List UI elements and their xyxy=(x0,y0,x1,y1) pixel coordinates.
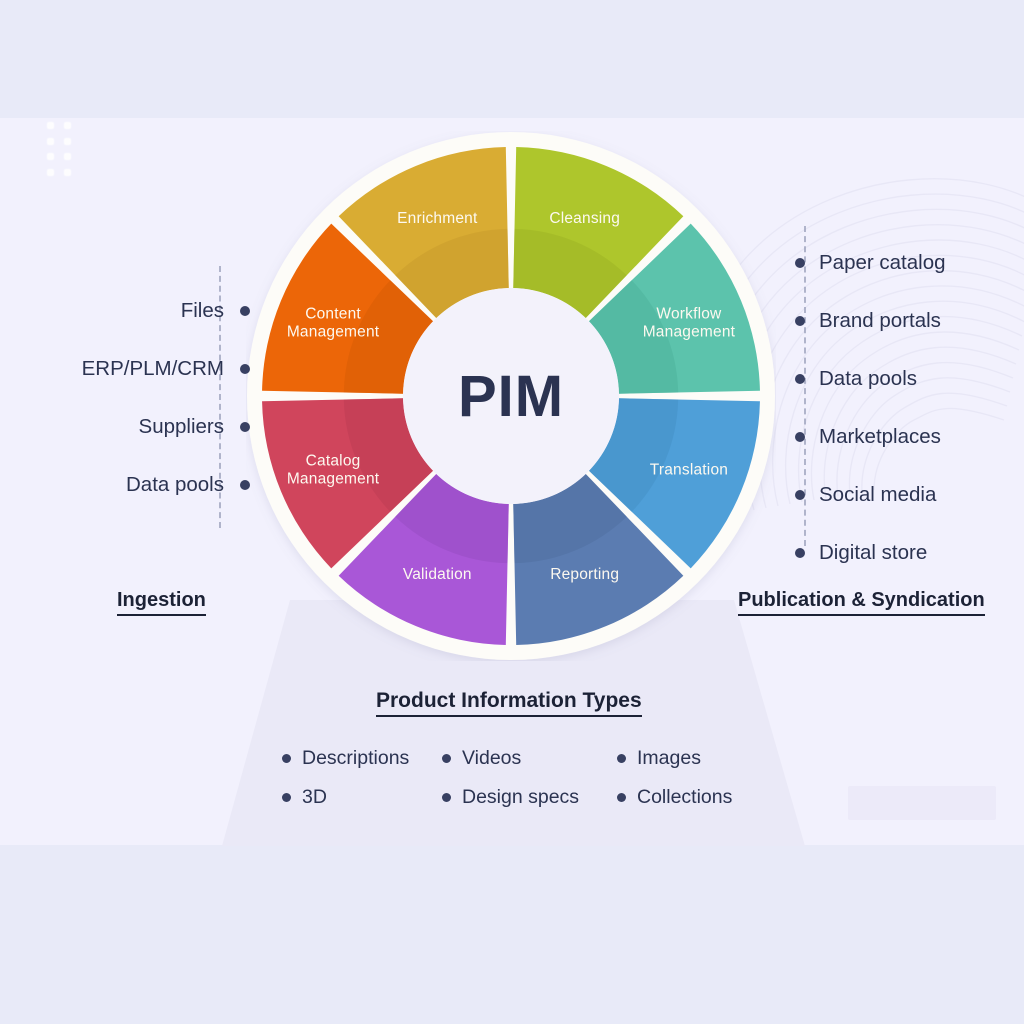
publication-item-label: Social media xyxy=(819,483,937,506)
dot-icon xyxy=(47,137,54,145)
dot-grid-decoration xyxy=(47,122,81,184)
ingestion-list: Files ERP/PLM/CRM Suppliers Data pools xyxy=(0,282,250,514)
publication-item-label: Data pools xyxy=(819,367,918,390)
product-information-types-list: Descriptions Videos Images 3D Design spe… xyxy=(282,739,752,817)
publication-list: Paper catalog Brand portals Data pools M… xyxy=(795,234,1024,582)
bullet-icon xyxy=(240,364,250,374)
ingestion-item-label: Files xyxy=(180,299,224,322)
publication-item-label: Brand portals xyxy=(819,309,941,332)
bullet-icon xyxy=(282,754,291,763)
wheel-segment-shade-translation xyxy=(588,398,679,512)
wheel-segment-shade-content-management xyxy=(343,280,434,394)
bullet-icon xyxy=(282,793,291,802)
bullet-icon xyxy=(442,793,451,802)
dot-icon xyxy=(64,153,71,160)
list-item[interactable]: Marketplaces xyxy=(795,408,1024,466)
bullet-icon xyxy=(240,422,250,432)
wheel-segment-shade-enrichment xyxy=(395,228,509,319)
list-item[interactable]: Digital store xyxy=(795,524,1024,582)
publication-dashed-rule xyxy=(804,226,806,546)
wheel-segment-label-enrichment: Enrichment xyxy=(397,210,478,227)
wheel-segment-shade-validation xyxy=(395,473,509,564)
type-item-label: Design specs xyxy=(462,786,580,808)
base-trapezoid xyxy=(222,600,805,846)
wheel-segment-shade-catalog-management xyxy=(343,398,434,512)
wheel-segment-shade-workflow xyxy=(588,280,679,394)
bullet-icon xyxy=(795,432,805,442)
dot-icon xyxy=(47,168,54,176)
bullet-icon xyxy=(795,548,805,558)
publication-item-label: Marketplaces xyxy=(819,425,941,448)
list-item[interactable]: Files xyxy=(0,282,250,340)
ingestion-dashed-rule xyxy=(219,266,221,528)
wheel-segments xyxy=(262,147,760,645)
dot-icon xyxy=(64,122,71,129)
list-item[interactable]: Design specs xyxy=(442,786,617,809)
bullet-icon xyxy=(795,316,805,326)
list-item[interactable]: Descriptions xyxy=(282,747,442,770)
list-item[interactable]: Data pools xyxy=(0,456,250,514)
product-information-types-caption: Product Information Types xyxy=(376,689,642,717)
list-item[interactable]: Images xyxy=(617,747,752,770)
ingestion-item-label: Suppliers xyxy=(138,415,224,438)
type-item-label: Images xyxy=(637,747,701,769)
type-item-label: Videos xyxy=(462,747,522,769)
type-item-label: Collections xyxy=(637,786,733,808)
wheel-segment-label-cleansing: Cleansing xyxy=(549,210,620,227)
bullet-icon xyxy=(795,490,805,500)
dot-icon xyxy=(47,153,54,160)
wheel-segment-label-reporting: Reporting xyxy=(550,566,619,583)
list-item[interactable]: ERP/PLM/CRM xyxy=(0,340,250,398)
publication-item-label: Digital store xyxy=(819,541,928,564)
wheel-segment-shade-cleansing xyxy=(513,228,627,319)
type-item-label: Descriptions xyxy=(302,747,410,769)
dot-icon xyxy=(64,168,71,176)
wheel-segment-shade-reporting xyxy=(513,473,627,564)
bullet-icon xyxy=(442,754,451,763)
dot-icon xyxy=(47,122,54,129)
ghost-rectangle xyxy=(848,786,996,820)
bullet-icon xyxy=(617,754,626,763)
publication-item-label: Paper catalog xyxy=(819,251,946,274)
ingestion-item-label: Data pools xyxy=(125,473,224,496)
bullet-icon xyxy=(617,793,626,802)
list-item[interactable]: Videos xyxy=(442,747,617,770)
bullet-icon xyxy=(240,480,250,490)
pim-center-label: PIM xyxy=(457,363,565,429)
list-item[interactable]: Social media xyxy=(795,466,1024,524)
list-item[interactable]: Brand portals xyxy=(795,292,1024,350)
ingestion-item-label: ERP/PLM/CRM xyxy=(81,357,224,380)
bullet-icon xyxy=(795,374,805,384)
wheel-segment-label-validation: Validation xyxy=(403,566,472,583)
dot-icon xyxy=(64,137,71,145)
bullet-icon xyxy=(240,306,250,316)
publication-caption: Publication & Syndication xyxy=(738,589,985,616)
list-item[interactable]: 3D xyxy=(282,786,442,809)
list-item[interactable]: Collections xyxy=(617,786,752,809)
wheel-segment-label-translation: Translation xyxy=(650,462,728,479)
list-item[interactable]: Suppliers xyxy=(0,398,250,456)
type-item-label: 3D xyxy=(302,786,327,808)
bullet-icon xyxy=(795,258,805,268)
list-item[interactable]: Data pools xyxy=(795,350,1024,408)
list-item[interactable]: Paper catalog xyxy=(795,234,1024,292)
ingestion-caption: Ingestion xyxy=(117,589,206,616)
